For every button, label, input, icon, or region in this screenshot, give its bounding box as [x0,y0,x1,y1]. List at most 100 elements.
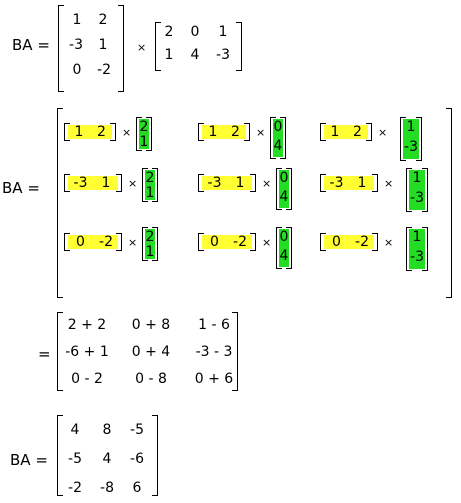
column-highlight [409,170,425,210]
row-vector-right-bracket [116,233,122,251]
row-highlight [324,125,368,139]
row-vector-right-bracket [110,123,116,141]
column-highlight [403,119,419,159]
result-matrix-left-bracket [57,415,63,496]
row-vector-entry: 0 [76,234,85,250]
matrix-b-cell: 1 [98,37,108,53]
row-vector-right-bracket [116,174,122,192]
row-vector-entry: -2 [355,234,369,250]
times-sign: × [122,126,132,139]
matrix-b-cell: 2 [98,12,108,28]
result-entry: -5 [68,451,82,467]
sum-entry: 0 - 8 [135,371,167,387]
row-vector-left-bracket [320,174,326,192]
result-entry: -2 [68,480,82,496]
column-vector-entry: 1 [412,170,422,186]
row-vector-left-bracket [198,123,204,141]
row-vector-entry: 2 [231,124,240,140]
sum-entry: -3 - 3 [195,344,233,360]
column-vector-right-bracket [422,227,428,271]
column-vector-right-bracket [416,117,422,161]
row-vector-left-bracket [320,123,326,141]
row-vector-entry: -2 [99,234,113,250]
matrix-a-cell: 4 [190,47,200,63]
row-vector-entry: 2 [353,124,362,140]
row-vector-left-bracket [64,123,70,141]
matrix-a-cell: -3 [216,47,230,63]
column-vector-entry: 1 [139,134,149,150]
step1-times-sign: × [137,41,147,54]
column-highlight [279,170,289,208]
row-highlight [68,176,118,190]
row-vector-right-bracket [250,174,256,192]
row-vector-right-bracket [244,123,250,141]
matrix-a-cell: 2 [164,24,174,40]
column-vector-entry: 0 [279,229,289,245]
column-vector-entry: 2 [139,119,149,135]
sum-entry: 2 + 2 [67,317,107,333]
row-highlight [68,235,118,249]
row-vector-entry: 0 [210,234,219,250]
row-vector-right-bracket [372,174,378,192]
column-vector: 1-3 [400,117,422,161]
times-sign: × [378,126,388,139]
step3-lhs: = [38,345,51,363]
column-highlight [139,119,149,149]
step1-lhs: BA = [12,36,50,54]
row-highlight [202,176,252,190]
row-vector-entry: -3 [329,175,344,191]
sum-entry: 0 - 2 [71,371,103,387]
sum-entry: -6 + 1 [65,344,109,360]
times-sign: × [128,177,138,190]
product-grid-left-bracket [57,108,63,298]
sum-matrix-left-bracket [57,312,63,391]
product-grid-right-bracket [446,108,452,298]
column-vector-entry: -3 [410,249,424,265]
sum-entry: 1 - 6 [198,317,230,333]
column-vector-right-bracket [286,168,292,210]
row-highlight [324,235,374,249]
row-vector-right-bracket [250,233,256,251]
column-vector-entry: 1 [406,119,416,135]
column-vector-entry: 2 [145,229,155,245]
row-highlight [202,235,252,249]
column-vector: 1-3 [406,168,428,212]
column-highlight [279,229,289,267]
matrix-a-cell: 1 [164,47,174,63]
matrix-b-cell: 1 [72,12,82,28]
matrix-a-left-bracket [155,22,161,71]
column-highlight [145,229,155,259]
row-vector-right-bracket [366,123,372,141]
row-vector: 0-2 [320,233,378,251]
result-entry: 4 [70,422,80,438]
times-sign: × [384,177,394,190]
column-vector-entry: 1 [145,244,155,260]
result-entry: -8 [100,480,114,496]
row-vector-left-bracket [198,174,204,192]
column-vector-left-bracket [270,117,276,159]
matrix-b-cell: -2 [97,62,111,78]
matrix-a-right-bracket [236,22,242,71]
column-vector: 1-3 [406,227,428,271]
row-vector-entry: 1 [208,124,218,140]
column-vector-left-bracket [276,227,282,269]
column-vector-entry: 4 [279,189,289,205]
matrix-b-left-bracket [58,5,64,92]
column-vector-entry: 0 [273,119,283,135]
column-highlight [145,170,155,200]
step4-lhs: BA = [10,451,48,469]
step2-lhs: BA = [2,179,40,197]
column-vector-left-bracket [142,227,148,261]
row-vector-left-bracket [64,174,70,192]
row-vector-entry: 1 [74,124,84,140]
matrix-b-right-bracket [118,5,124,92]
row-vector-entry: 1 [330,124,340,140]
